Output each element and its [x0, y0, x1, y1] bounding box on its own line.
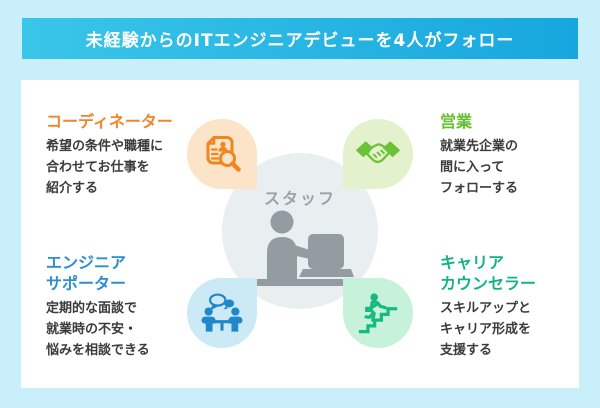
- role-career-counselor: キャリア カウンセラー スキルアップと キャリア形成を 支援する: [440, 252, 536, 361]
- meeting-icon: [201, 293, 243, 332]
- role-title: コーディネーター: [46, 112, 173, 131]
- role-description: 希望の条件や職種に 合わせてお仕事を 紹介する: [46, 139, 164, 196]
- role-title: キャリア カウンセラー: [440, 253, 537, 293]
- role-description: 定期的な面談で 就業時の不安・ 悩みを相談できる: [46, 301, 150, 358]
- coordinator-icon-blob: [187, 119, 257, 189]
- stairs-up-icon: [358, 293, 398, 334]
- engineer-supporter-icon-blob: [187, 278, 257, 348]
- staff-label: スタッフ: [263, 189, 336, 208]
- career-counselor-icon-blob: [343, 278, 413, 348]
- role-sales: 営業 就業先企業の 間に入って フォローする: [440, 111, 518, 199]
- role-title: エンジニア サポーター: [46, 253, 127, 293]
- sales-icon-blob: [343, 119, 413, 189]
- role-description: スキルアップと キャリア形成を 支援する: [440, 301, 532, 358]
- role-description: 就業先企業の 間に入って フォローする: [440, 139, 519, 196]
- role-engineer-supporter: エンジニア サポーター 定期的な面談で 就業時の不安・ 悩みを相談できる: [46, 252, 150, 361]
- role-coordinator: コーディネーター 希望の条件や職種に 合わせてお仕事を 紹介する: [46, 111, 173, 199]
- resume-search-icon: [206, 136, 241, 172]
- content-card: スタッフ: [21, 80, 579, 388]
- title-banner: 未経験からのITエンジニアデビューを4人がフォロー: [22, 18, 578, 59]
- role-title: 営業: [440, 112, 473, 131]
- handshake-icon: [355, 141, 401, 164]
- person-at-laptop-icon: [248, 210, 354, 286]
- page-title: 未経験からのITエンジニアデビューを4人がフォロー: [85, 31, 515, 51]
